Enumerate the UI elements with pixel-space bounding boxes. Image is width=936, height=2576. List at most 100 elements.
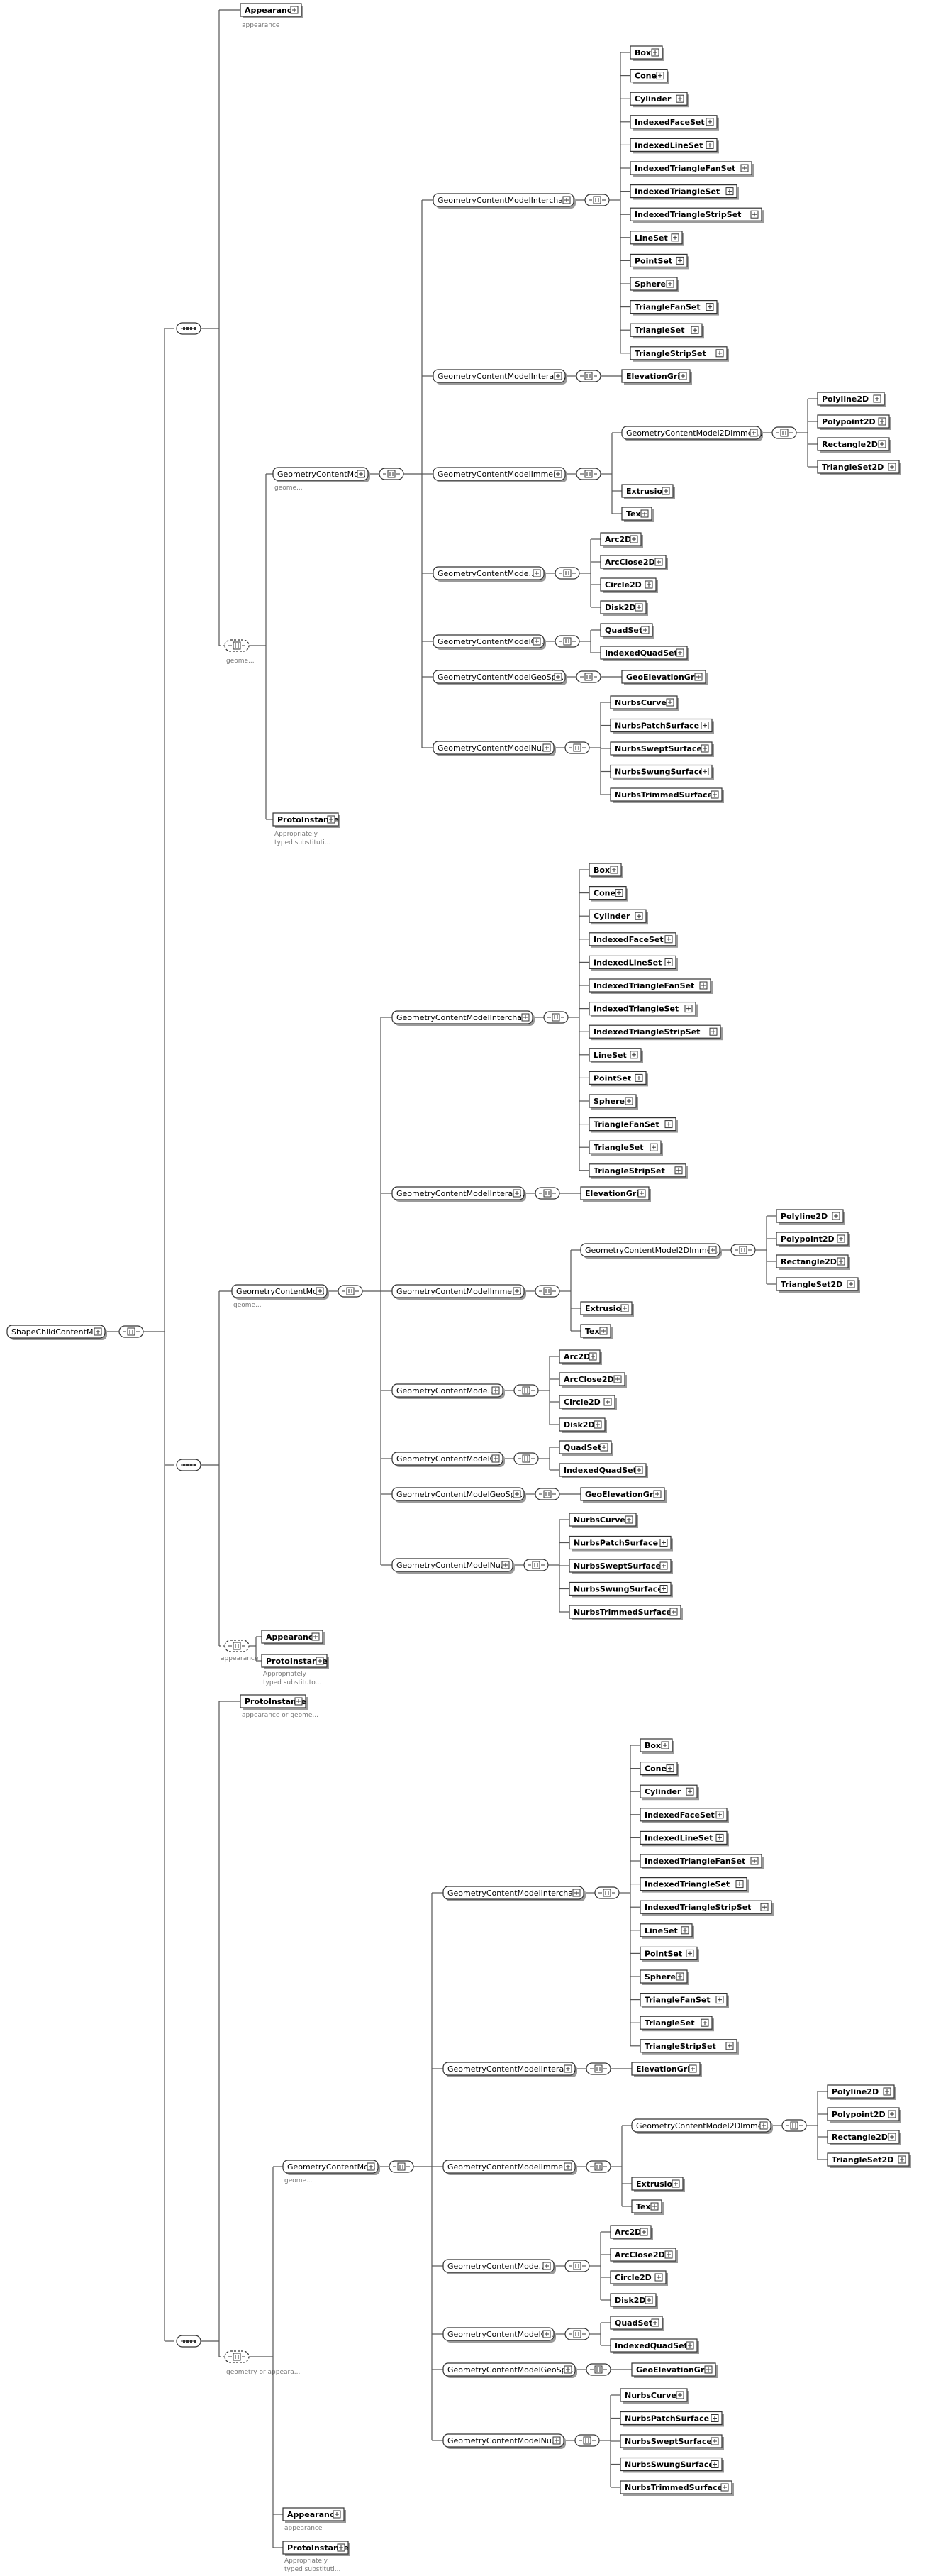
element-geometrycontentmodelimmer[interactable]: GeometryContentModelImmer... [433,467,567,482]
expand-plus-icon[interactable] [521,1013,530,1022]
element-nurbstrimmedsurface[interactable]: NurbsTrimmedSurface [610,787,724,803]
element-elevationgrid[interactable]: ElevationGrid [580,1186,651,1202]
element-indexedfaceset[interactable]: IndexedFaceSet [630,115,719,131]
choice-compositor[interactable] [594,1886,620,1899]
expand-plus-icon[interactable] [709,1027,718,1036]
element-nurbstrimmedsurface[interactable]: NurbsTrimmedSurface [620,2480,734,2496]
choice-compositor[interactable] [576,370,601,382]
expand-plus-icon[interactable] [564,2365,572,2374]
element-cylinder[interactable]: Cylinder [640,1784,699,1801]
expand-plus-icon[interactable] [669,1608,678,1616]
element-geometrycontentmo[interactable]: GeometryContentMo... [282,2160,380,2175]
expand-plus-icon[interactable] [691,326,699,334]
element-protoinstance[interactable]: ProtoInstance [272,812,340,828]
element-geometrycontentmodelc[interactable]: GeometryContentModelC... [442,2327,556,2343]
element-indexedquadset[interactable]: IndexedQuadSet [600,646,689,661]
element-geometrycontentmodelinterac[interactable]: GeometryContentModelInterac... [391,1186,526,1202]
element-nurbscurve[interactable]: NurbsCurve [610,695,679,711]
choice-compositor[interactable] [535,1187,560,1200]
expand-plus-icon[interactable] [615,889,623,897]
element-polyline2d[interactable]: Polyline2D [827,2084,896,2100]
expand-plus-icon[interactable] [599,1327,608,1335]
expand-plus-icon[interactable] [554,372,562,380]
expand-plus-icon[interactable] [290,6,299,14]
choice-compositor[interactable] [543,1011,569,1024]
element-geoelevationgrid[interactable]: GeoElevationGrid [580,1487,667,1503]
choice-compositor[interactable] [224,2350,250,2363]
element-indexedtrianglefanset[interactable]: IndexedTriangleFanSet [589,978,713,994]
expand-plus-icon[interactable] [689,2064,697,2073]
choice-compositor[interactable] [389,2160,414,2173]
element-nurbsswungsurface[interactable]: NurbsSwungSurface [620,2457,724,2473]
element-polypoint2d[interactable]: Polypoint2D [817,414,891,430]
expand-plus-icon[interactable] [654,558,663,566]
expand-plus-icon[interactable] [659,1539,668,1547]
element-text[interactable]: Text [621,507,654,522]
expand-plus-icon[interactable] [832,1212,840,1220]
choice-compositor[interactable] [576,670,601,683]
element-triangleset[interactable]: TriangleSet [589,1140,663,1156]
element-lineset[interactable]: LineSet [589,1048,643,1063]
element-extrusion[interactable]: Extrusion [621,484,675,499]
element-circle2d[interactable]: Circle2D [600,577,658,593]
element-geometrycontentmodelgeosp[interactable]: GeometryContentModelGeoSp... [433,670,567,685]
expand-plus-icon[interactable] [883,2087,891,2096]
element-extrusion[interactable]: Extrusion [580,1301,634,1317]
element-indexedtriangleset[interactable]: IndexedTriangleSet [640,1877,749,1893]
expand-plus-icon[interactable] [699,981,708,990]
expand-plus-icon[interactable] [491,1386,500,1395]
element-arcclose2d[interactable]: ArcClose2D [610,2248,678,2263]
element-nurbscurve[interactable]: NurbsCurve [620,2388,689,2404]
element-indexedquadset[interactable]: IndexedQuadSet [559,1463,648,1478]
expand-plus-icon[interactable] [333,2510,341,2519]
expand-plus-icon[interactable] [715,1996,724,2004]
element-cylinder[interactable]: Cylinder [589,909,648,925]
expand-plus-icon[interactable] [589,1352,597,1361]
choice-compositor[interactable] [586,2363,611,2376]
expand-plus-icon[interactable] [653,1490,662,1498]
element-indexedtrianglestripset[interactable]: IndexedTriangleStripSet [589,1024,723,1041]
expand-plus-icon[interactable] [613,1375,622,1383]
element-indexedlineset[interactable]: IndexedLineSet [589,955,678,971]
element-disk2d[interactable]: Disk2D [610,2293,658,2309]
element-nurbspatchsurface[interactable]: NurbsPatchSurface [620,2411,724,2427]
element-indexedlineset[interactable]: IndexedLineSet [640,1830,729,1847]
element-geometrycontentmodel2dimmer[interactable]: GeometryContentModel2DImmer... [621,426,763,441]
element-text[interactable]: Text [580,1324,613,1339]
expand-plus-icon[interactable] [630,1051,638,1059]
expand-plus-icon[interactable] [501,1561,510,1569]
element-elevationgrid[interactable]: ElevationGrid [631,2062,702,2077]
expand-plus-icon[interactable] [552,2436,561,2445]
element-trianglestripset[interactable]: TriangleStripSet [640,2039,739,2055]
element-polyline2d[interactable]: Polyline2D [817,392,886,407]
element-text[interactable]: Text [631,2199,664,2215]
element-indexedtriangleset[interactable]: IndexedTriangleSet [630,184,739,200]
element-geometrycontentmodelimmer[interactable]: GeometryContentModelImmer... [391,1284,526,1300]
element-disk2d[interactable]: Disk2D [559,1417,607,1433]
choice-compositor[interactable] [338,1285,363,1298]
element-pointset[interactable]: PointSet [640,1946,699,1962]
expand-plus-icon[interactable] [641,626,650,634]
expand-plus-icon[interactable] [635,1466,643,1474]
element-indexedtriangleset[interactable]: IndexedTriangleSet [589,1001,698,1017]
element-nurbssweptsurface[interactable]: NurbsSweptSurface [620,2434,724,2450]
element-geometrycontentmodelinterac[interactable]: GeometryContentModelInterac... [433,369,567,385]
element-indexedquadset[interactable]: IndexedQuadSet [610,2338,699,2354]
expand-plus-icon[interactable] [635,912,643,920]
expand-plus-icon[interactable] [664,2250,673,2259]
element-geometrycontentmode[interactable]: GeometryContentMode... [391,1383,505,1399]
element-geometrycontentmodel2dimmer[interactable]: GeometryContentModel2DImmer... [631,2118,773,2134]
expand-plus-icon[interactable] [676,256,684,265]
expand-plus-icon[interactable] [367,2162,375,2171]
expand-plus-icon[interactable] [672,2179,680,2188]
element-quadset[interactable]: QuadSet [559,1440,613,1456]
element-geometrycontentmodelgeosp[interactable]: GeometryContentModelGeoSp... [391,1487,526,1503]
expand-plus-icon[interactable] [625,1515,633,1524]
choice-compositor[interactable] [584,194,610,206]
expand-plus-icon[interactable] [873,394,881,403]
expand-plus-icon[interactable] [666,1764,674,1773]
expand-plus-icon[interactable] [564,2162,572,2171]
expand-plus-icon[interactable] [662,487,670,495]
expand-plus-icon[interactable] [316,1657,324,1665]
element-geometrycontentmodelgeosp[interactable]: GeometryContentModelGeoSp... [442,2362,577,2378]
